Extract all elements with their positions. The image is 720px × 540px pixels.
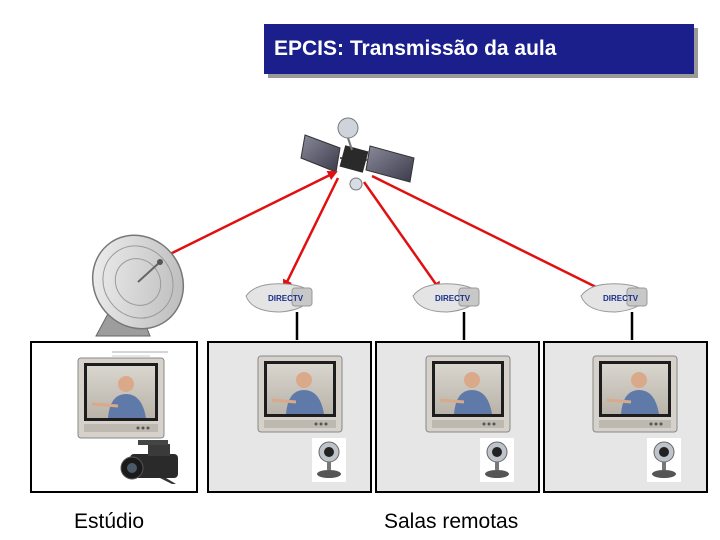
webcam-icon: [312, 438, 346, 482]
remote-rooms-caption: Salas remotas: [384, 510, 519, 533]
webcam-icon: [480, 438, 514, 482]
parabolic-antenna-icon: [91, 234, 185, 337]
downlink-arrow-2: [362, 181, 442, 292]
studio-tv-icon: [77, 357, 165, 439]
svg-text:DIRECTV: DIRECTV: [603, 294, 639, 303]
satellite-icon: [300, 117, 415, 191]
downlink-arrow-3: [371, 174, 608, 294]
receiver-dish-3: DIRECTV: [580, 283, 648, 340]
remote-tv-3: [592, 355, 678, 433]
uplink-arrow: [161, 170, 338, 260]
slide-title: EPCIS: Transmissão da aula: [264, 24, 694, 74]
svg-text:DIRECTV: DIRECTV: [268, 294, 304, 303]
svg-text:DIRECTV: DIRECTV: [435, 294, 471, 303]
receiver-dish-1: DIRECTV: [245, 283, 313, 340]
remote-tv-1: [257, 355, 343, 433]
remote-tv-2: [425, 355, 511, 433]
studio-caption: Estúdio: [74, 510, 145, 533]
downlink-arrow-1: [282, 177, 340, 290]
video-camera-icon: [120, 440, 178, 484]
webcam-icon: [647, 438, 681, 482]
receiver-dish-2: DIRECTV: [412, 283, 480, 340]
